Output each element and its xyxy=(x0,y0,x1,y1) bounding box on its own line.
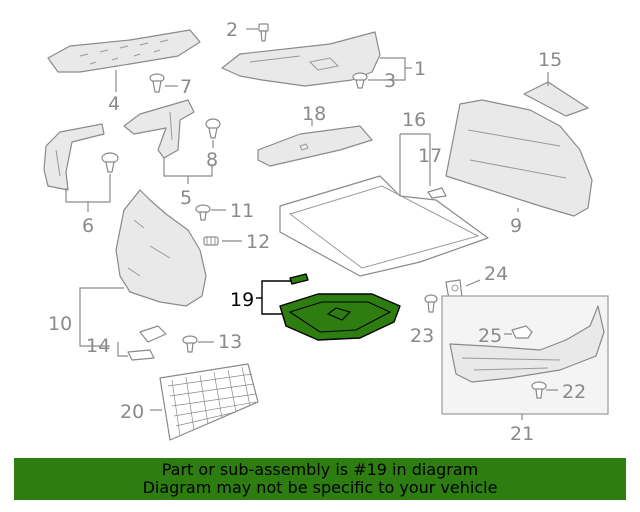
banner-line-1: Part or sub-assembly is #19 in diagram xyxy=(161,460,479,479)
part-22-clip[interactable] xyxy=(531,381,547,399)
part-25-clip[interactable] xyxy=(511,325,533,339)
part-9-side-trim-right[interactable] xyxy=(445,99,593,217)
callout-17: 17 xyxy=(418,145,442,167)
callout-7: 7 xyxy=(180,76,192,98)
callout-4: 4 xyxy=(108,93,120,115)
callout-2: 2 xyxy=(226,19,238,41)
callout-5: 5 xyxy=(180,187,192,209)
callout-15: 15 xyxy=(538,49,562,71)
callout-8: 8 xyxy=(206,149,218,171)
callout-25: 25 xyxy=(478,325,502,347)
callout-19: 19 xyxy=(230,289,254,311)
part-23-clip[interactable] xyxy=(424,294,438,313)
part-4-tray-support[interactable] xyxy=(47,29,201,73)
part-17-clip[interactable] xyxy=(427,187,447,199)
part-20-cargo-net[interactable] xyxy=(159,363,259,441)
callout-21: 21 xyxy=(510,423,534,445)
exploded-parts-diagram: 1 2 3 4 7 6 xyxy=(43,19,609,445)
part-3-clip[interactable] xyxy=(352,72,368,89)
callout-16: 16 xyxy=(402,109,426,131)
part-2-screw[interactable] xyxy=(258,23,269,42)
part-15-pad[interactable] xyxy=(523,81,589,117)
callout-11: 11 xyxy=(230,200,254,222)
part-6-pillar-trim[interactable] xyxy=(43,123,105,191)
part-12-screw[interactable] xyxy=(203,236,219,246)
callout-12: 12 xyxy=(246,231,270,253)
part-18-trim-cover[interactable] xyxy=(257,125,373,167)
callout-22: 22 xyxy=(562,381,586,403)
part-21-sill-plate[interactable] xyxy=(449,305,605,383)
callout-20: 20 xyxy=(120,401,144,423)
part-1-package-tray[interactable] xyxy=(221,31,381,87)
callout-23: 23 xyxy=(410,325,434,347)
part-11-bolt[interactable] xyxy=(195,204,211,221)
callout-3: 3 xyxy=(384,70,396,92)
part-19-highlighted-clip[interactable] xyxy=(289,273,309,285)
part-6-clip[interactable] xyxy=(101,152,119,173)
callout-24: 24 xyxy=(484,263,508,285)
callout-6: 6 xyxy=(82,215,94,237)
part-5-bracket[interactable] xyxy=(123,99,195,159)
part-19-highlighted-tray[interactable] xyxy=(279,293,401,341)
callout-9: 9 xyxy=(510,215,522,237)
callout-13: 13 xyxy=(218,331,242,353)
part-10-side-trim[interactable] xyxy=(115,189,207,307)
part-13-clip[interactable] xyxy=(182,335,198,353)
part-info-banner: Part or sub-assembly is #19 in diagram D… xyxy=(14,458,626,500)
part-16-floor-mat[interactable] xyxy=(279,175,489,277)
banner-line-2: Diagram may not be specific to your vehi… xyxy=(142,478,498,497)
callout-14: 14 xyxy=(86,335,110,357)
callout-10: 10 xyxy=(48,313,72,335)
part-7-clip[interactable] xyxy=(149,73,165,93)
part-8-clip[interactable] xyxy=(205,118,221,139)
callout-18: 18 xyxy=(302,103,326,125)
part-14-clip[interactable] xyxy=(127,325,167,361)
callout-1: 1 xyxy=(414,58,426,80)
